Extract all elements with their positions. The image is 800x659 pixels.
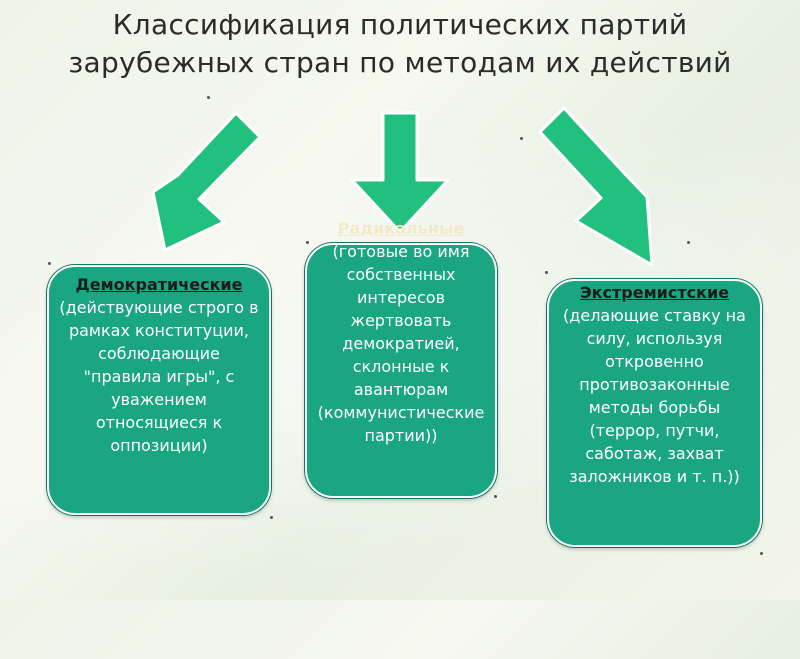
decor-dot bbox=[760, 552, 763, 555]
arrow-left bbox=[151, 111, 262, 252]
democratic-description: (действующие строго в рамках конституции… bbox=[59, 298, 259, 455]
radical-heading: Радикальные bbox=[337, 219, 465, 238]
decor-dot bbox=[494, 495, 497, 498]
decor-dot bbox=[306, 241, 309, 244]
arrow-center bbox=[350, 111, 450, 234]
radical-parties-box: Радикальные (готовые во имя собственных … bbox=[305, 219, 497, 498]
decor-dot bbox=[270, 516, 273, 519]
democratic-heading: Демократические bbox=[75, 275, 243, 294]
extremist-description: (делающие ставку на силу, используя откр… bbox=[563, 306, 746, 486]
extremist-parties-box: Экстремистские (делающие ставку на силу,… bbox=[547, 279, 762, 547]
extremist-heading: Экстремистские bbox=[579, 283, 730, 302]
decor-dot bbox=[48, 262, 51, 265]
decor-dot bbox=[520, 137, 523, 140]
decor-dot bbox=[207, 96, 210, 99]
decor-dot bbox=[687, 241, 690, 244]
slide-title: Классификация политических партий зарубе… bbox=[68, 8, 732, 79]
decor-dot bbox=[545, 271, 548, 274]
radical-description: (готовые во имя собственных интересов же… bbox=[317, 242, 485, 445]
arrows-layer bbox=[151, 106, 654, 267]
democratic-parties-box: Демократические (действующие строго в ра… bbox=[47, 265, 271, 515]
arrow-right bbox=[538, 106, 654, 267]
